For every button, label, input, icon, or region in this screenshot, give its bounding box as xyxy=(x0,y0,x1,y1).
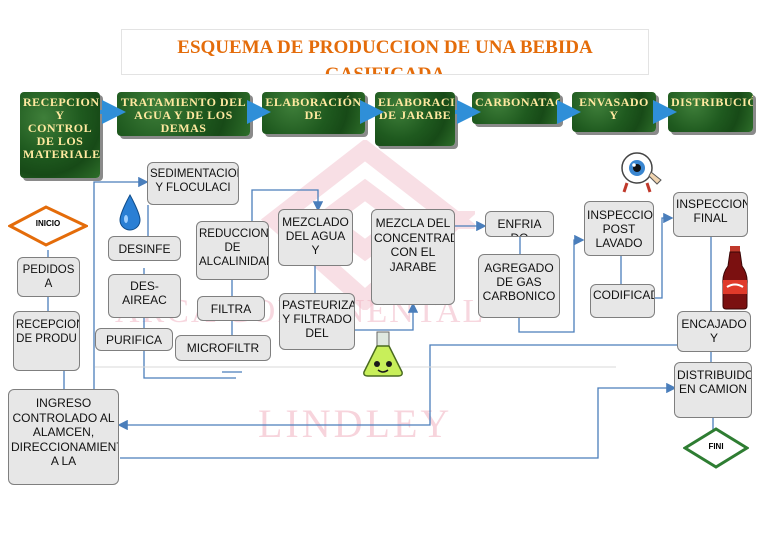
stage-recepcion: RECEPCION Y CONTROL DE LOS MATERIALES xyxy=(20,92,100,178)
box-encajado: ENCAJADO Y xyxy=(677,311,751,352)
box-inspeccion-post: INSPECCION POST LAVADO xyxy=(584,201,654,256)
stage-carbonatacion: CARBONATACIÓN xyxy=(472,92,560,124)
eye-icon xyxy=(615,150,665,194)
inicio-terminator: INICIO xyxy=(8,205,88,247)
stage-jarabe: ELABORACION DE JARABE xyxy=(375,92,455,146)
water-drop-icon xyxy=(118,193,142,233)
fin-label: FINI xyxy=(708,442,724,451)
fin-terminator: FINI xyxy=(683,427,749,469)
box-recepcion: RECEPCION DE PRODU xyxy=(13,311,80,371)
box-enfria: ENFRIA DO xyxy=(485,211,554,237)
box-inspeccion-final: INSPECCION FINAL xyxy=(673,192,748,237)
box-agregado: AGREGADO DE GAS CARBONICO xyxy=(478,254,560,318)
stage-distribucion: DISTRIBUCIÓN xyxy=(668,92,753,132)
box-sedimentacion: SEDIMENTACION Y FLOCULACI xyxy=(147,162,239,205)
box-microfiltr: MICROFILTR xyxy=(175,335,271,361)
stage-envasado: ENVASADO Y xyxy=(572,92,656,132)
box-purifica: PURIFICA xyxy=(95,328,173,351)
stage-elaboracion: ELABORACIÓN DE xyxy=(262,92,365,134)
box-distribuido: DISTRIBUIDO EN CAMION xyxy=(674,362,752,418)
box-ingreso: INGRESO CONTROLADO AL ALAMCEN, DIRECCION… xyxy=(8,389,119,485)
box-pasteurizado: PASTEURIZADO Y FILTRADO DEL xyxy=(279,293,355,350)
watermark-lindley: LINDLEY xyxy=(258,401,453,446)
box-filtra: FILTRA xyxy=(197,296,265,321)
box-pedidos: PEDIDOS A xyxy=(17,257,80,297)
cola-bottle-icon xyxy=(718,244,752,310)
flask-icon xyxy=(360,330,406,378)
box-reduccion: REDUCCION DE ALCALINIDAD xyxy=(196,221,269,280)
box-mezcla-agua: MEZCLADO DEL AGUA Y xyxy=(278,209,353,266)
box-mezcla-concentrado: MEZCLA DEL CONCENTRADO CON EL JARABE xyxy=(371,209,455,305)
inicio-label: INICIO xyxy=(35,219,61,228)
box-desaireac: DES-AIREAC xyxy=(108,274,181,318)
stage-tratamiento: TRATAMIENTO DEL AGUA Y DE LOS DEMAS xyxy=(117,92,250,136)
page-title: ESQUEMA DE PRODUCCION DE UNA BEBIDA GASI… xyxy=(177,37,593,75)
title-box: ESQUEMA DE PRODUCCION DE UNA BEBIDA GASI… xyxy=(121,29,649,75)
box-codificado: CODIFICADO xyxy=(590,284,655,318)
box-desinfe: DESINFE xyxy=(108,236,181,261)
